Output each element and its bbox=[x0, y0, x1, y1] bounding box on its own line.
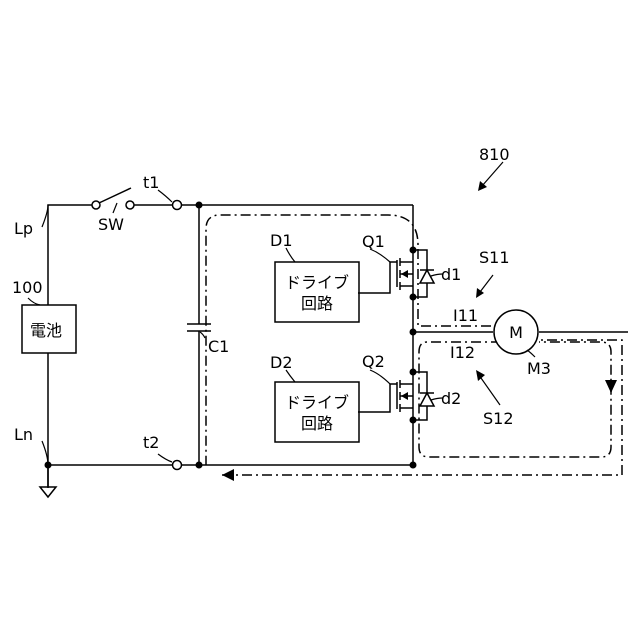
s12-pointer-arrow bbox=[476, 370, 500, 405]
switch-sw bbox=[92, 188, 134, 209]
label-motor-m3: M3 bbox=[527, 359, 551, 378]
label-switch: SW bbox=[98, 215, 124, 234]
current-path-s11-outgoing bbox=[206, 215, 491, 465]
diode-d2 bbox=[413, 372, 434, 420]
label-q1: Q1 bbox=[362, 232, 385, 251]
label-diode-d2: d2 bbox=[441, 389, 461, 408]
s11-pointer-arrow bbox=[476, 275, 493, 298]
label-lp: Lp bbox=[14, 219, 33, 238]
label-c1: C1 bbox=[208, 337, 229, 356]
label-d2: D2 bbox=[270, 353, 293, 372]
figure-pointer-arrow bbox=[478, 162, 503, 191]
drive-circuit-d2 bbox=[275, 382, 359, 442]
label-d1: D1 bbox=[270, 231, 293, 250]
label-diode-d1: d1 bbox=[441, 265, 461, 284]
drive2-label-line1: ドライブ bbox=[285, 393, 349, 412]
label-battery: 電池 bbox=[30, 321, 62, 340]
label-q2: Q2 bbox=[362, 352, 385, 371]
drive-circuit-d1 bbox=[275, 262, 359, 322]
current-path-s12-arrowhead bbox=[605, 380, 617, 393]
figure-number-label: 810 bbox=[479, 145, 510, 164]
ground-symbol bbox=[40, 465, 56, 497]
drive2-label-line2: 回路 bbox=[301, 414, 333, 433]
current-path-s11-arrowhead bbox=[222, 469, 234, 481]
drive1-label-line1: ドライブ bbox=[285, 273, 349, 292]
drive1-label-line2: 回路 bbox=[301, 294, 333, 313]
label-t2: t2 bbox=[143, 433, 159, 452]
label-current-i11: I11 bbox=[453, 306, 478, 325]
motor-symbol-label: M bbox=[509, 323, 523, 342]
label-battery-ref: 100 bbox=[12, 278, 43, 297]
terminal-t1 bbox=[173, 201, 182, 210]
capacitor-c1 bbox=[187, 205, 211, 465]
label-ln: Ln bbox=[14, 425, 33, 444]
terminal-t2 bbox=[173, 461, 182, 470]
junction-dots bbox=[45, 202, 417, 469]
label-t1: t1 bbox=[143, 173, 159, 192]
label-path-s12: S12 bbox=[483, 409, 514, 428]
label-path-s11: S11 bbox=[479, 248, 510, 267]
transistor-q1 bbox=[358, 250, 413, 297]
label-current-i12: I12 bbox=[450, 343, 475, 362]
diode-d1 bbox=[413, 250, 434, 297]
